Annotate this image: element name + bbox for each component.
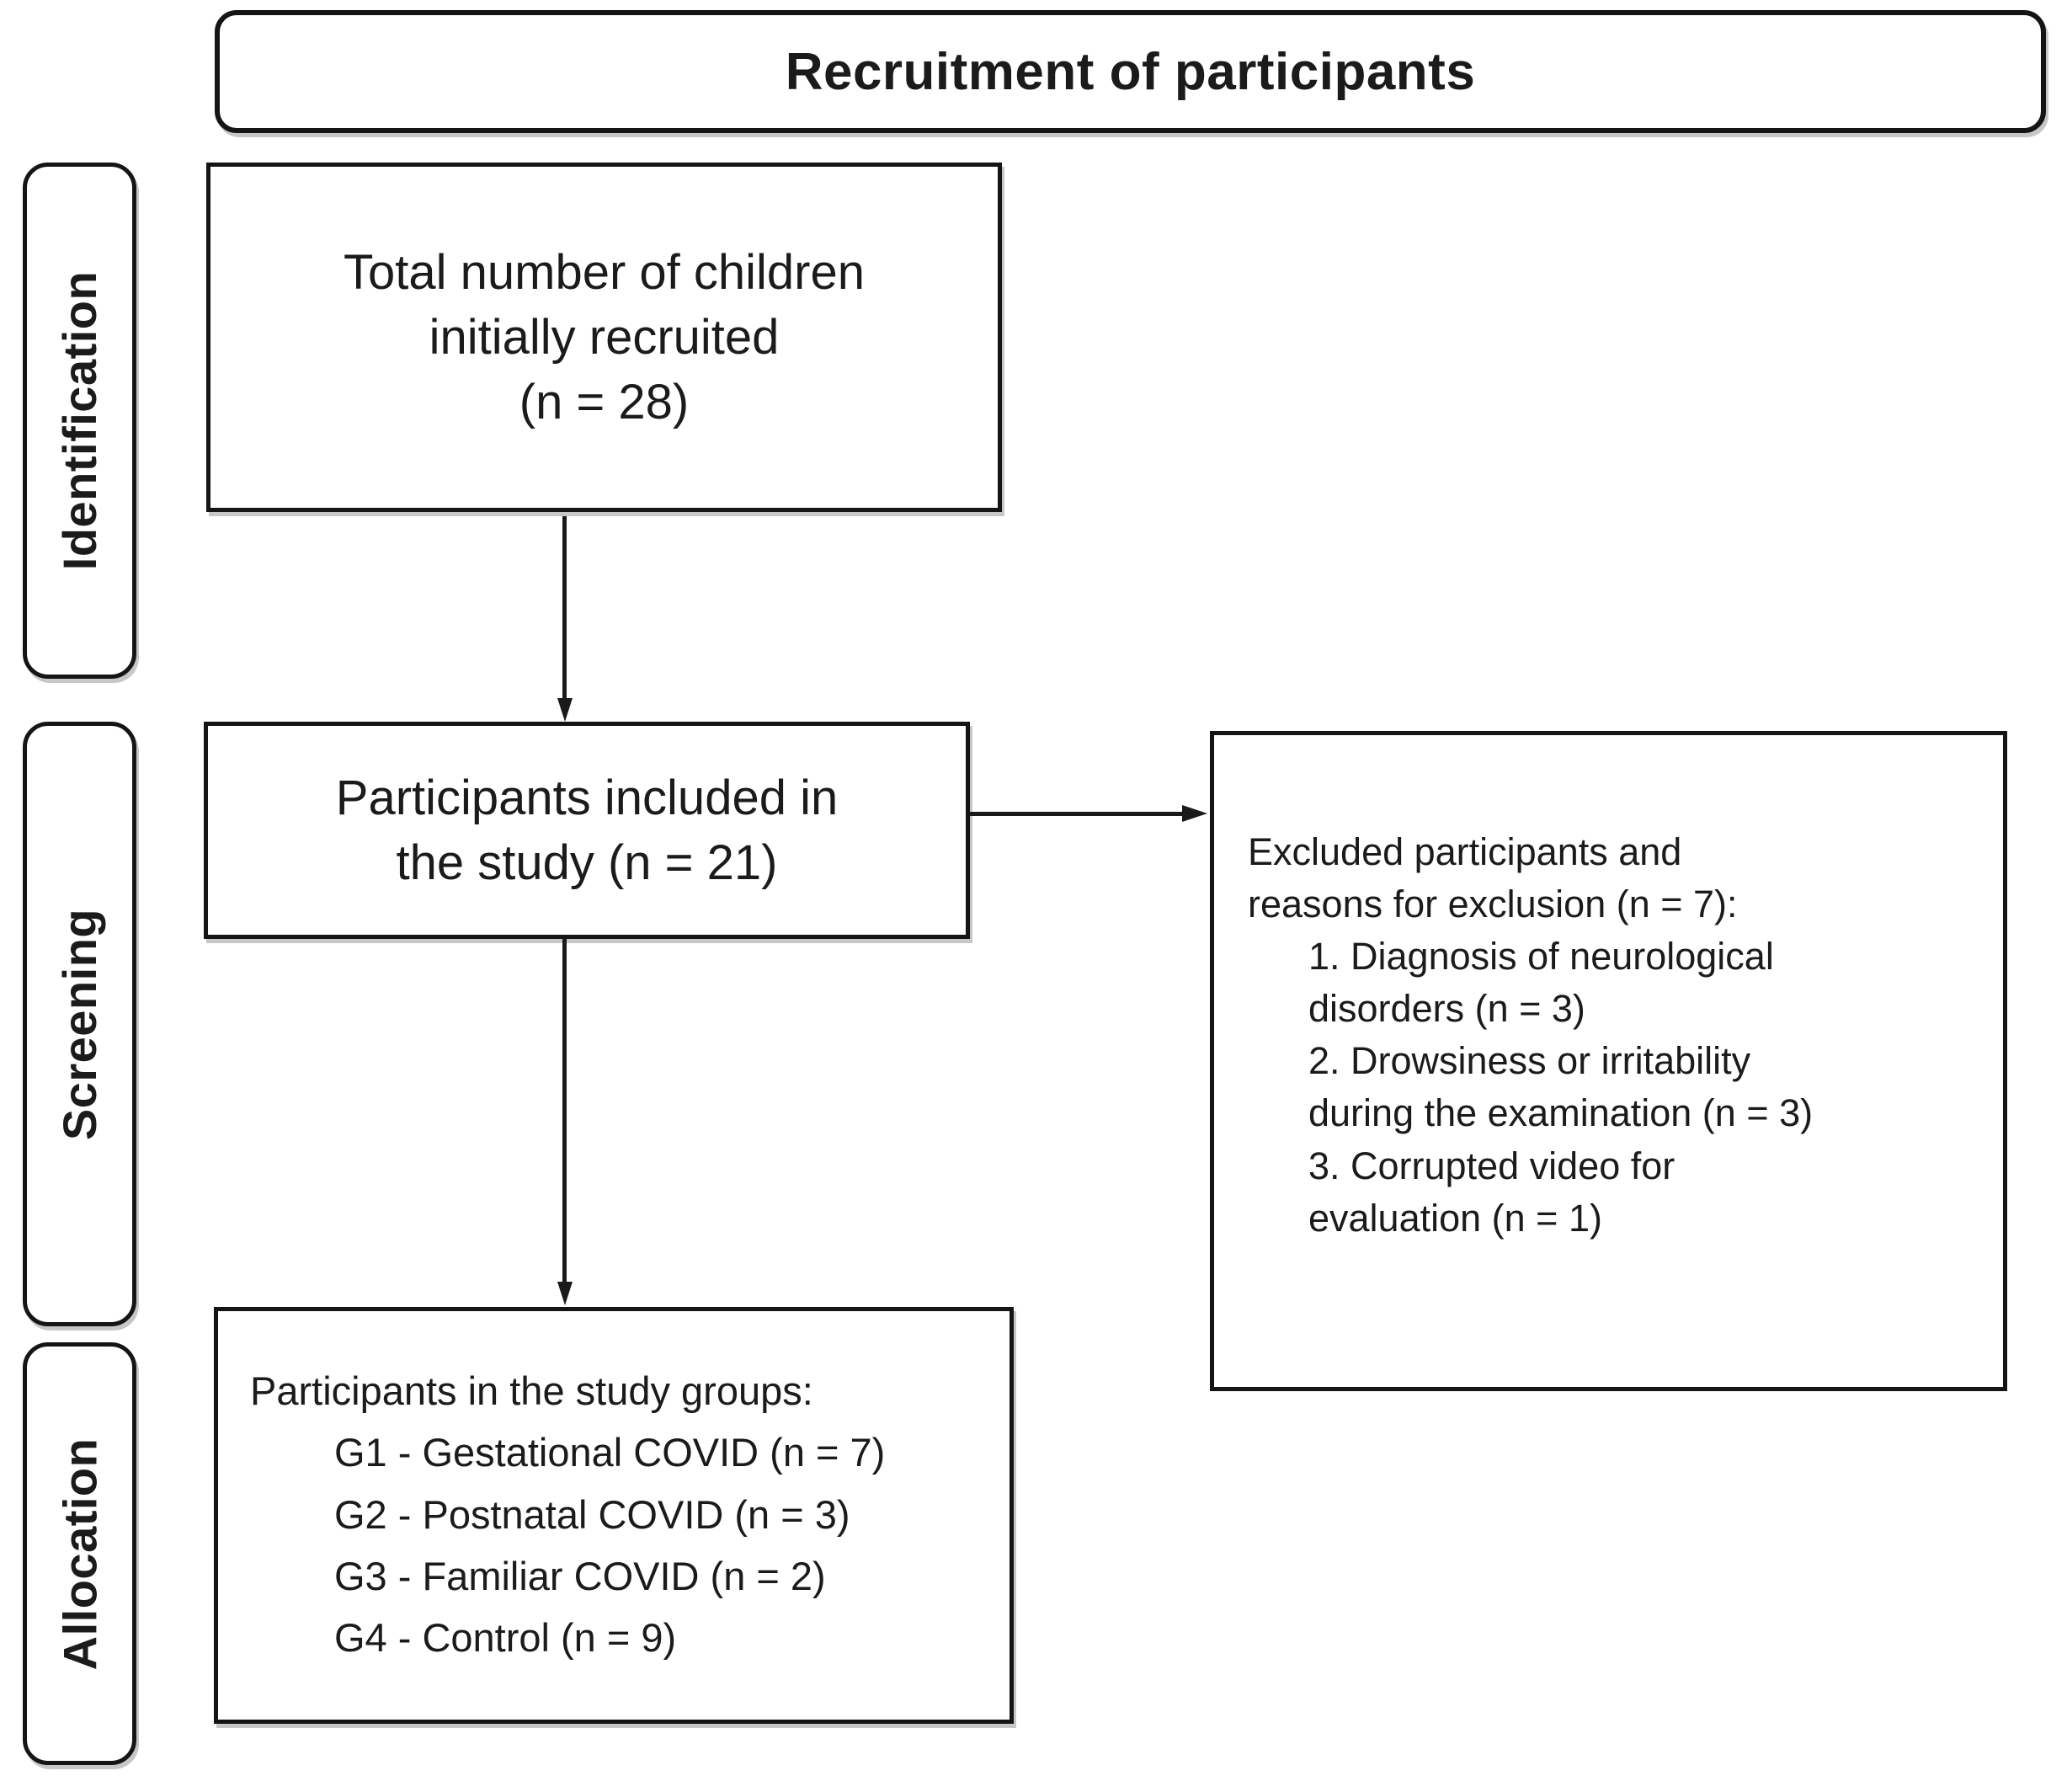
excluded-reason-item: 1. Diagnosis of neurological disorders (… xyxy=(1308,935,1774,1031)
excluded-box-intro: Excluded participants and reasons for ex… xyxy=(1248,830,1738,926)
arrow-included-to-excluded-head-icon xyxy=(1182,805,1207,822)
included-box-text: Participants included in the study (n = … xyxy=(335,770,839,890)
group-item: G2 - Postnatal COVID (n = 3) xyxy=(334,1491,850,1537)
arrow-included-to-groups-line xyxy=(562,939,567,1284)
excluded-reason-item: 2. Drowsiness or irritability during the… xyxy=(1308,1039,1814,1135)
included-box: Participants included in the study (n = … xyxy=(204,722,970,939)
stage-screening: Screening xyxy=(23,722,136,1326)
arrow-recruited-to-included-line xyxy=(562,516,567,698)
arrow-included-to-excluded-line xyxy=(970,812,1182,816)
groups-box: Participants in the study groups: G1 - G… xyxy=(214,1307,1014,1724)
stage-identification-label: Identification xyxy=(53,270,107,571)
excluded-reason-item: 3. Corrupted video for evaluation (n = 1… xyxy=(1308,1144,1675,1240)
stage-allocation-label: Allocation xyxy=(53,1437,106,1670)
stage-screening-label: Screening xyxy=(53,908,107,1140)
arrow-included-to-groups-head-icon xyxy=(557,1282,573,1305)
recruited-box-text: Total number of children initially recru… xyxy=(344,244,865,430)
stage-allocation: Allocation xyxy=(23,1342,136,1765)
recruited-box: Total number of children initially recru… xyxy=(206,163,1002,512)
group-item: G1 - Gestational COVID (n = 7) xyxy=(334,1430,886,1475)
groups-box-heading: Participants in the study groups: xyxy=(250,1368,813,1413)
excluded-box: Excluded participants and reasons for ex… xyxy=(1210,731,2007,1391)
group-item: G4 - Control (n = 9) xyxy=(334,1615,677,1661)
stage-identification: Identification xyxy=(23,163,136,679)
title-box: Recruitment of participants xyxy=(215,10,2046,133)
group-item: G3 - Familiar COVID (n = 2) xyxy=(334,1553,826,1598)
arrow-recruited-to-included-head-icon xyxy=(557,698,573,722)
diagram-title: Recruitment of participants xyxy=(785,42,1476,101)
